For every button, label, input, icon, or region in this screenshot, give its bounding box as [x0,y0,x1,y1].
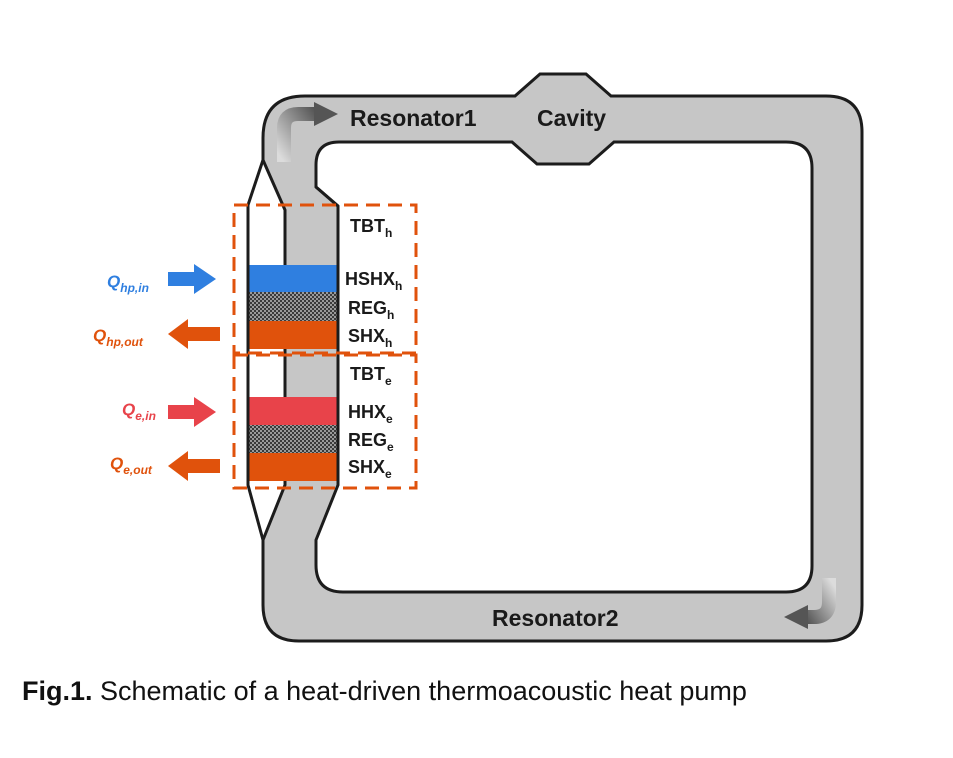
core-outline [246,159,340,541]
flow-arrow-bottom [784,578,836,629]
thermoacoustic-diagram: Resonator1 Cavity Resonator2 TBTh HSHXh … [93,72,864,643]
label-hshx-h: HSHXh [345,269,402,293]
label-shx-e: SHXe [348,457,392,481]
shx-e-band [248,453,338,481]
dashed-box-engine [232,353,418,490]
loop-tube [261,72,864,643]
label-q-hp-in: Qhp,in [107,272,149,295]
figure-number: Fig.1. [22,676,93,706]
label-resonator1: Resonator1 [350,105,477,131]
core-outline-right [315,185,339,208]
label-reg-h: REGh [348,298,394,322]
reg-h-band [248,292,338,321]
arrow-q-e-in [168,397,216,427]
label-q-e-out: Qe,out [110,454,153,477]
arrow-q-e-out [168,451,220,481]
flow-arrow-top [277,102,338,162]
label-q-e-in: Qe,in [122,400,156,423]
figure-caption: Fig.1. Schematic of a heat-driven thermo… [22,676,747,707]
label-reg-e: REGe [348,430,394,454]
label-cavity: Cavity [537,105,606,131]
shx-h-band [248,321,338,349]
hhx-e-band [248,397,338,425]
arrow-q-hp-in [168,264,216,294]
arrow-q-hp-out [168,319,220,349]
dashed-box-heat-pump [232,203,418,355]
label-hhx-e: HHXe [348,402,393,426]
hshx-h-band [248,265,338,292]
label-tbt-h: TBTh [350,216,392,240]
label-q-hp-out: Qhp,out [93,326,144,349]
reg-e-band [248,425,338,453]
caption-text: Schematic of a heat-driven thermoacousti… [92,676,747,706]
label-shx-h: SHXh [348,326,392,350]
label-tbt-e: TBTe [350,364,392,388]
label-resonator2: Resonator2 [492,605,619,631]
